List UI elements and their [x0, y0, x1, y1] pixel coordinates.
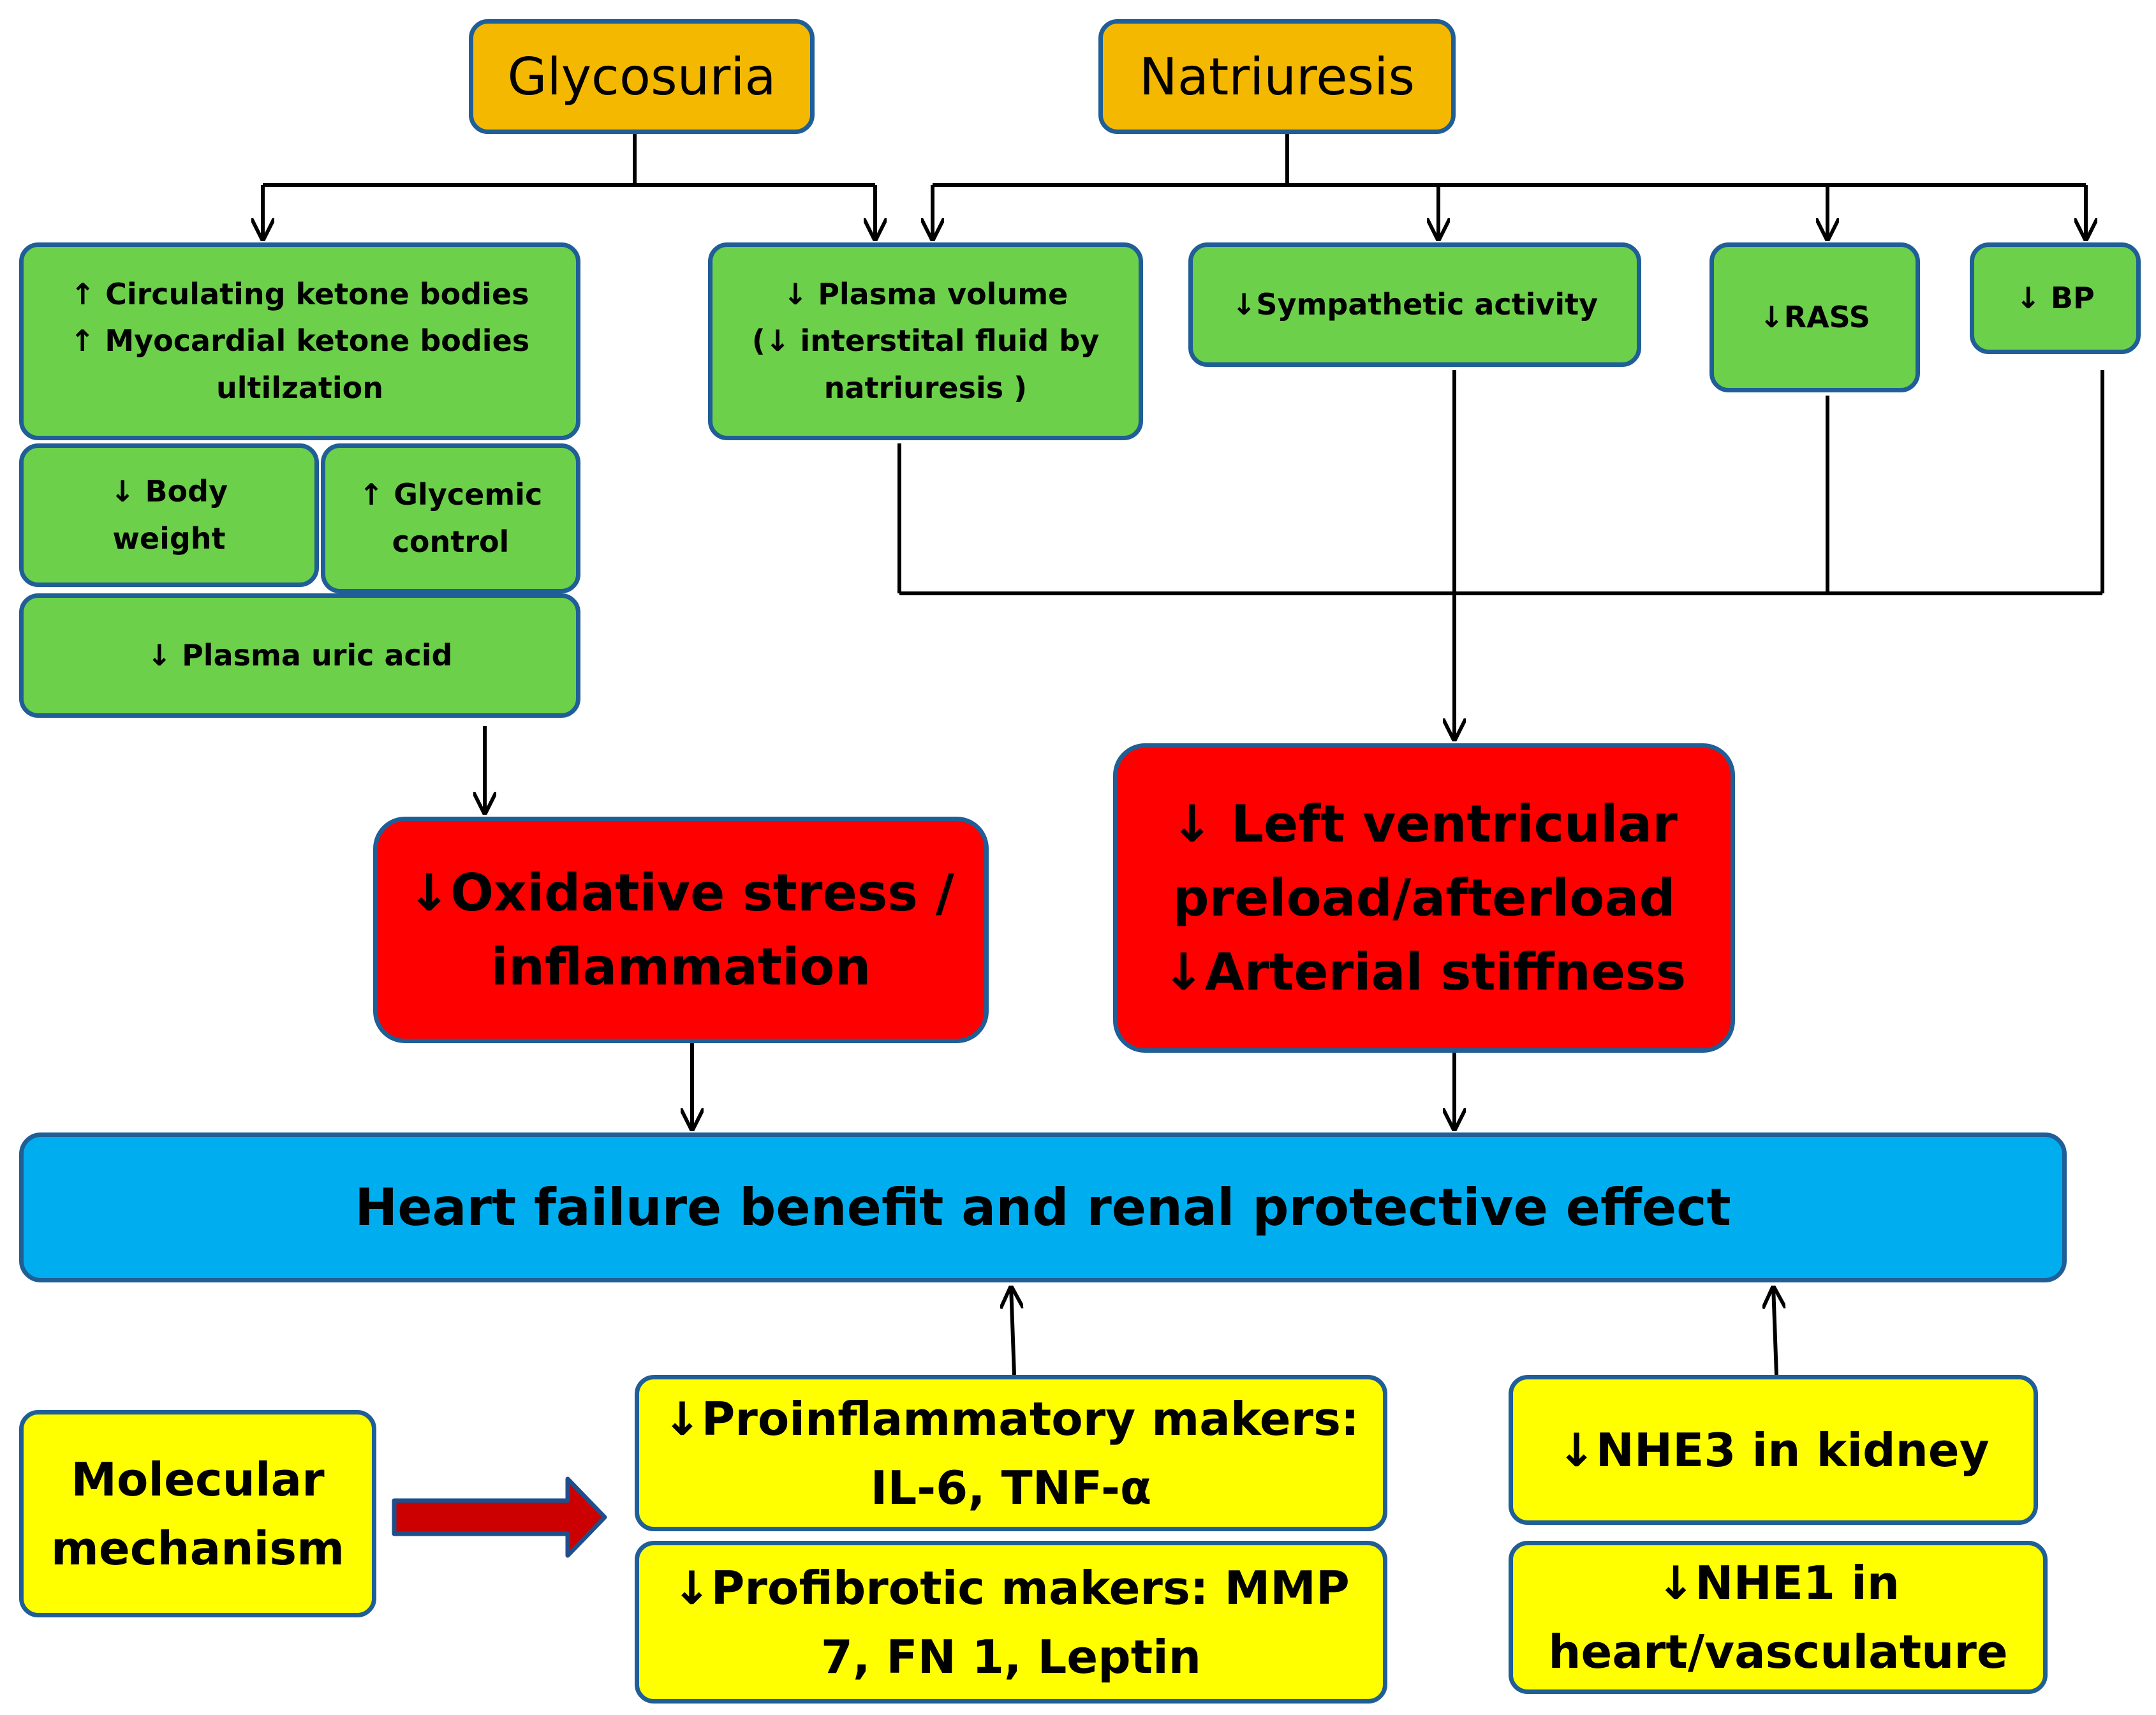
arrow-nhe3-to-final — [1773, 1286, 1776, 1376]
oxidative-line-2: inflammation — [491, 937, 871, 997]
plasma-volume-line-2: (↓ interstital fluid by — [751, 323, 1100, 359]
glycosuria-box: Glycosuria — [469, 19, 815, 134]
sympathetic-label: ↓Sympathetic activity — [1231, 286, 1599, 322]
plasma-volume-line-1: ↓ Plasma volume — [783, 276, 1068, 311]
nhe1-line-2: heart/vasculature — [1548, 1625, 2008, 1679]
rass-box: ↓RASS — [1709, 242, 1920, 392]
proinflammatory-line-2: IL-6, TNF-α — [870, 1460, 1152, 1515]
profibrotic-line-1: ↓Profibrotic makers: MMP — [672, 1561, 1350, 1615]
ventricular-line-3: ↓Arterial stiffness — [1162, 942, 1687, 1002]
profibrotic-line-2: 7, FN 1, Leptin — [820, 1630, 1202, 1684]
rass-label: ↓RASS — [1759, 299, 1870, 334]
oxidative-stress-box: ↓Oxidative stress / inflammation — [373, 817, 989, 1043]
bp-label: ↓ BP — [2016, 280, 2095, 315]
heart-failure-benefit-box: Heart failure benefit and renal protecti… — [19, 1132, 2067, 1282]
ketone-bodies-box: ↑ Circulating ketone bodies ↑ Myocardial… — [19, 242, 580, 440]
ketone-line-3: ultilzation — [216, 370, 383, 405]
bp-box: ↓ BP — [1970, 242, 2141, 354]
body-weight-line-2: weight — [112, 521, 226, 556]
left-ventricular-box: ↓ Left ventricular preload/afterload ↓Ar… — [1113, 743, 1735, 1053]
molecular-block-arrow — [392, 1476, 607, 1558]
glycemic-line-1: ↑ Glycemic — [358, 477, 543, 512]
oxidative-line-1: ↓Oxidative stress / — [407, 863, 955, 923]
plasma-volume-line-3: natriuresis ) — [823, 370, 1028, 405]
ketone-line-1: ↑ Circulating ketone bodies — [70, 276, 529, 311]
glycemic-line-2: control — [392, 524, 510, 559]
sympathetic-activity-box: ↓Sympathetic activity — [1188, 242, 1641, 367]
uric-acid-label: ↓ Plasma uric acid — [147, 637, 453, 672]
profibrotic-makers-box: ↓Profibrotic makers: MMP 7, FN 1, Leptin — [635, 1541, 1387, 1704]
ventricular-line-2: preload/afterload — [1172, 868, 1676, 928]
glycemic-control-box: ↑ Glycemic control — [321, 443, 580, 593]
ventricular-line-1: ↓ Left ventricular — [1170, 794, 1678, 854]
nhe1-line-1: ↓NHE1 in — [1656, 1556, 1900, 1610]
molecular-line-1: Molecular — [71, 1452, 325, 1506]
ketone-line-2: ↑ Myocardial ketone bodies — [70, 323, 530, 359]
molecular-line-2: mechanism — [50, 1521, 345, 1575]
natriuresis-box: Natriuresis — [1098, 19, 1456, 134]
natriuresis-label: Natriuresis — [1139, 47, 1415, 107]
body-weight-box: ↓ Body weight — [19, 443, 319, 587]
arrow-proinflammatory-to-final — [1011, 1286, 1014, 1376]
proinflammatory-line-1: ↓Proinflammatory makers: — [663, 1392, 1359, 1446]
nhe3-kidney-box: ↓NHE3 in kidney — [1509, 1375, 2038, 1525]
plasma-volume-box: ↓ Plasma volume (↓ interstital fluid by … — [708, 242, 1143, 440]
nhe3-label: ↓NHE3 in kidney — [1557, 1423, 1990, 1477]
final-label: Heart failure benefit and renal protecti… — [355, 1178, 1731, 1237]
body-weight-line-1: ↓ Body — [110, 473, 228, 509]
molecular-mechanism-box: Molecular mechanism — [19, 1410, 376, 1617]
uric-acid-box: ↓ Plasma uric acid — [19, 593, 580, 718]
glycosuria-label: Glycosuria — [507, 47, 776, 107]
nhe1-heart-box: ↓NHE1 in heart/vasculature — [1509, 1541, 2048, 1694]
proinflammatory-makers-box: ↓Proinflammatory makers: IL-6, TNF-α — [635, 1375, 1387, 1531]
